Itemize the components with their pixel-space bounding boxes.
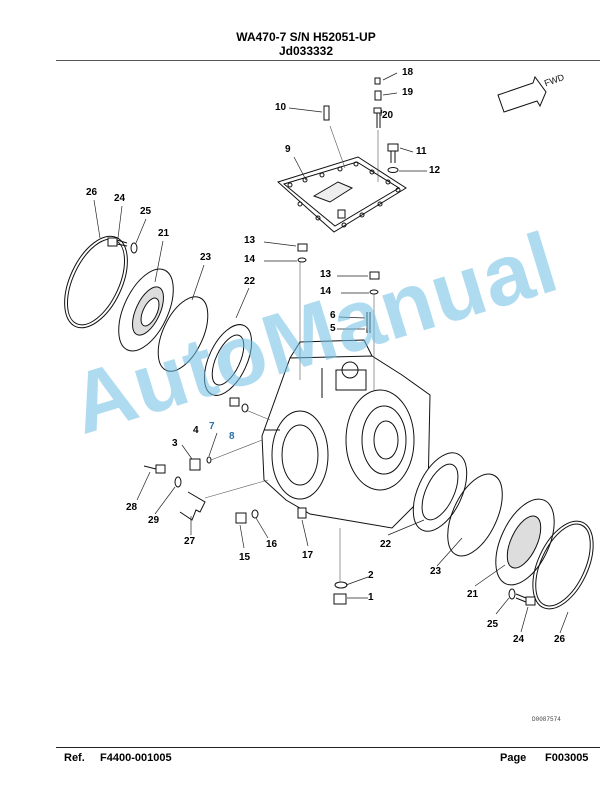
callout-16: 16 xyxy=(266,539,278,550)
page-title: WA470-7 S/N H52051-UP xyxy=(236,30,376,44)
ring-gear-22-left xyxy=(203,324,253,396)
header-rule xyxy=(56,60,600,61)
callout-29: 29 xyxy=(148,515,160,526)
callout-14-b: 14 xyxy=(320,286,332,297)
callout-26-right: 26 xyxy=(554,634,566,645)
callout-27: 27 xyxy=(184,536,196,547)
callout-21-right: 21 xyxy=(467,589,479,600)
callout-24-right: 24 xyxy=(513,634,525,645)
callout-28: 28 xyxy=(126,502,138,513)
callout-2: 2 xyxy=(368,570,374,581)
page-value: F003005 xyxy=(545,752,589,764)
o-ring-23-left xyxy=(157,296,209,372)
drawing-number: D0087574 xyxy=(532,716,561,723)
callout-15: 15 xyxy=(239,552,251,563)
footer-rule xyxy=(56,747,600,748)
callout-14-a: 14 xyxy=(244,254,256,265)
callout-11: 11 xyxy=(416,146,427,157)
callout-13-a: 13 xyxy=(244,235,256,246)
callout-18: 18 xyxy=(402,67,414,78)
callout-22-right: 22 xyxy=(380,539,392,550)
callout-7: 7 xyxy=(209,421,215,432)
callout-24-left: 24 xyxy=(114,193,126,204)
callout-12: 12 xyxy=(429,165,441,176)
callout-22-left: 22 xyxy=(244,276,256,287)
ref-label: Ref. xyxy=(64,752,85,764)
callout-13-b: 13 xyxy=(320,269,332,280)
callout-9: 9 xyxy=(285,144,291,155)
callout-4: 4 xyxy=(193,425,199,436)
callout-8: 8 xyxy=(229,431,235,442)
callout-19: 19 xyxy=(402,87,414,98)
document-id: Jd033332 xyxy=(278,44,334,58)
callout-17: 17 xyxy=(302,550,314,561)
callout-5: 5 xyxy=(330,323,336,334)
callout-3: 3 xyxy=(172,438,178,449)
transmission-housing xyxy=(261,339,431,529)
ring-gear-22-right xyxy=(412,452,468,532)
callout-26-left: 26 xyxy=(86,187,98,198)
callout-20: 20 xyxy=(382,110,394,121)
exploded-parts-diagram: FWD xyxy=(64,72,594,634)
oil-pan-cover xyxy=(277,156,407,233)
o-ring-26-right xyxy=(532,520,594,610)
ref-value: F4400-001005 xyxy=(100,752,172,764)
callout-25-left: 25 xyxy=(140,206,152,217)
fwd-arrow-icon xyxy=(497,75,547,113)
end-cover-21-left xyxy=(118,268,174,352)
page-label: Page xyxy=(500,752,527,764)
o-ring-23-right xyxy=(447,473,503,557)
callout-23-left: 23 xyxy=(200,252,212,263)
callout-23-right: 23 xyxy=(430,566,442,577)
bolt-10 xyxy=(323,105,330,121)
callout-1: 1 xyxy=(368,592,374,603)
callout-6: 6 xyxy=(330,310,336,321)
callout-10: 10 xyxy=(275,102,287,113)
callout-21-left: 21 xyxy=(158,228,170,239)
callout-25-right: 25 xyxy=(487,619,499,630)
